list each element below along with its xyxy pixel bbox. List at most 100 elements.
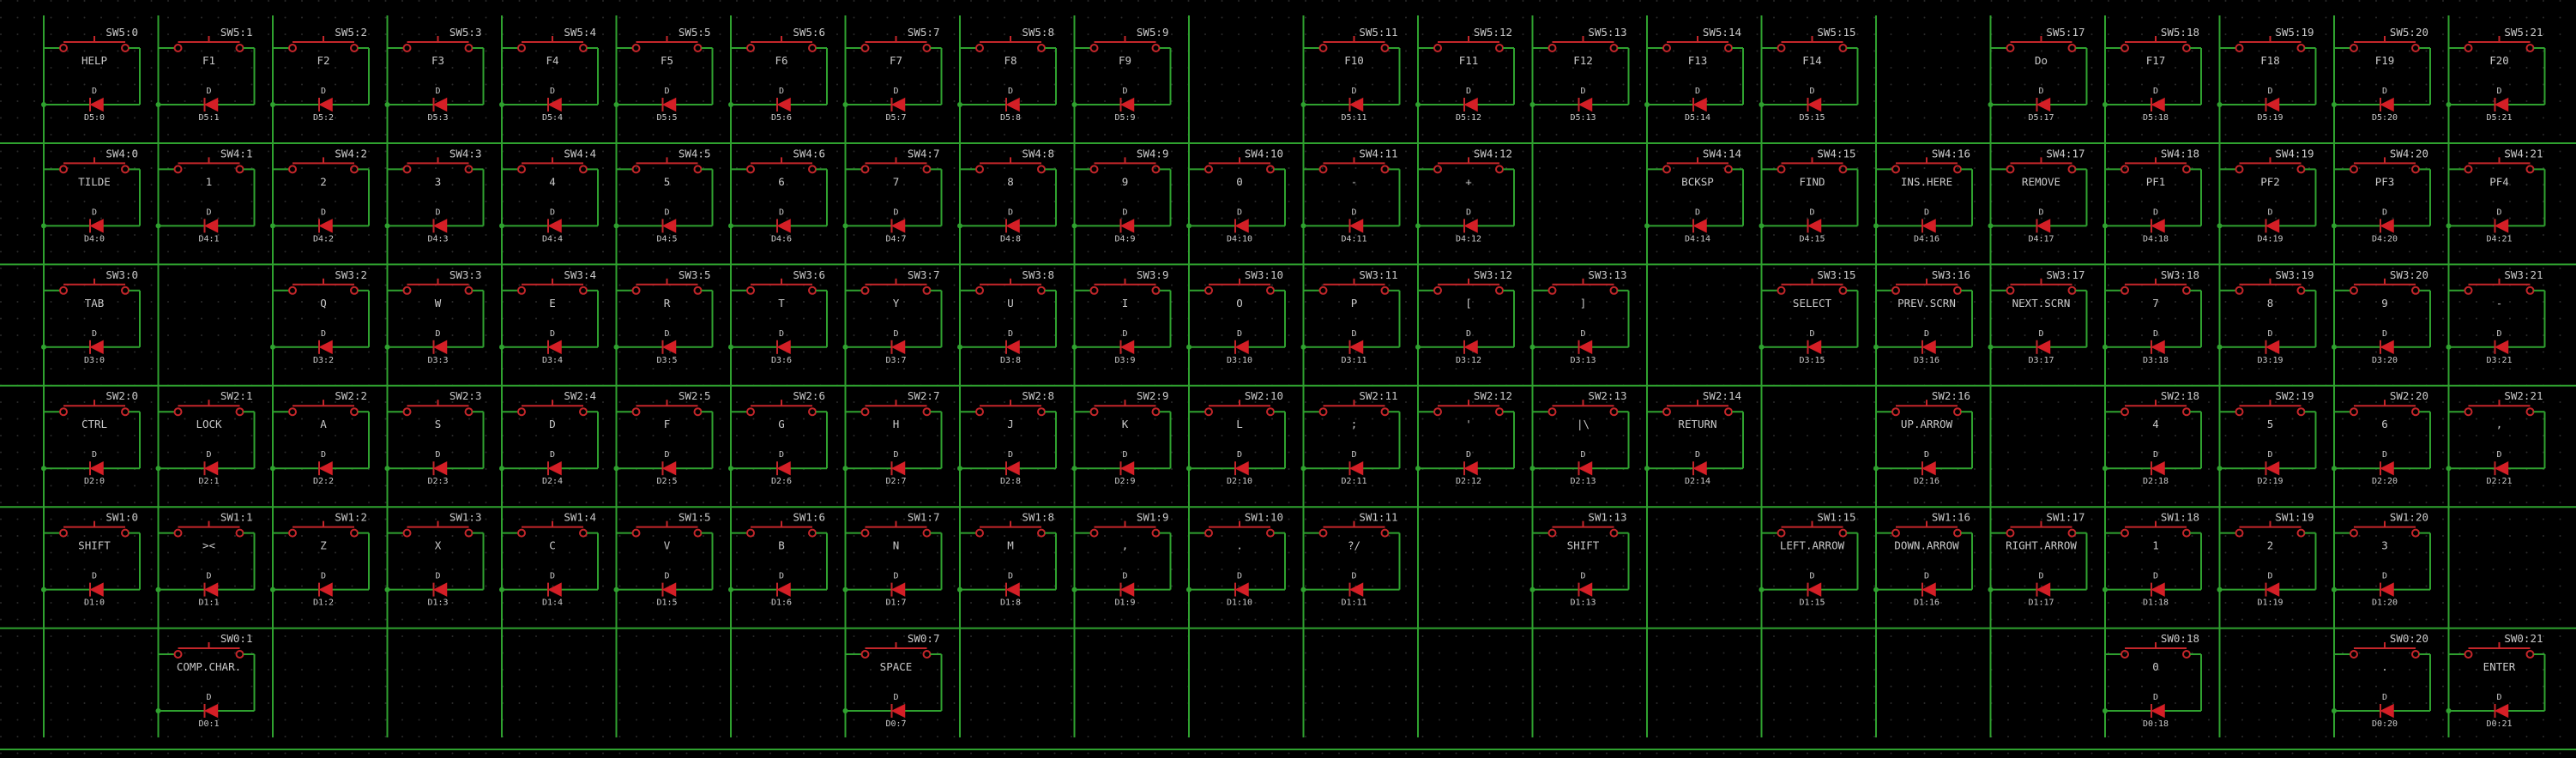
- diode-label: D5:0: [84, 113, 105, 123]
- diode-label: D3:4: [542, 356, 563, 365]
- diode-triangle: [1463, 340, 1478, 355]
- key-label: Z: [320, 539, 327, 552]
- switch-contact-left: [1777, 286, 1786, 295]
- switch-reference: SW5:14: [1703, 26, 1741, 39]
- switch-contact-left: [59, 286, 68, 295]
- key-label: PF3: [2375, 175, 2395, 188]
- diode-reference: D: [893, 693, 898, 702]
- junction-dot: [2217, 223, 2223, 229]
- diode-triangle: [2151, 460, 2165, 476]
- diode-label: D4:21: [2486, 234, 2512, 244]
- switch-contact-left: [288, 407, 297, 417]
- switch-reference: SW3:2: [335, 268, 367, 281]
- key-label: ,: [1122, 539, 1129, 552]
- junction-dot: [2102, 344, 2108, 350]
- diode-label: D3:7: [885, 356, 906, 365]
- junction-dot: [2446, 344, 2452, 350]
- switch-reference: SW1:11: [1359, 511, 1397, 524]
- diode-reference: D: [2038, 572, 2043, 581]
- diode-reference: D: [2038, 208, 2043, 217]
- switch-contact-left: [288, 286, 297, 295]
- switch-reference: SW4:18: [2161, 147, 2199, 159]
- diode-reference: D: [1924, 572, 1929, 581]
- switch-contact-left: [631, 407, 641, 417]
- diode-label: D1:7: [885, 599, 906, 608]
- switch-reference: SW3:12: [1474, 268, 1512, 281]
- diode-reference: D: [321, 450, 326, 460]
- junction-dot: [1300, 587, 1306, 593]
- diode-reference: D: [1008, 208, 1013, 217]
- diode-label: D4:14: [1685, 234, 1710, 244]
- switch-reference: SW5:15: [1817, 26, 1855, 39]
- switch-reference: SW3:15: [1817, 268, 1855, 281]
- junction-dot: [1300, 466, 1306, 472]
- key-label: F11: [1459, 54, 1479, 67]
- junction-dot: [1300, 344, 1306, 350]
- switch-reference: SW0:18: [2161, 632, 2199, 645]
- diode-label: D1:5: [656, 599, 677, 608]
- diode-reference: D: [2496, 693, 2501, 702]
- diode-triangle: [2494, 460, 2509, 476]
- junction-dot: [499, 466, 504, 472]
- diode-triangle: [432, 340, 448, 355]
- junction-dot: [1186, 466, 1191, 472]
- switch-reference: SW3:17: [2046, 268, 2084, 281]
- diode-reference: D: [1008, 450, 1013, 460]
- diode-reference: D: [664, 87, 669, 96]
- junction-dot: [2102, 708, 2108, 713]
- switch-reference: SW3:7: [908, 268, 940, 281]
- diode-reference: D: [664, 208, 669, 217]
- switch-reference: SW0:7: [908, 632, 940, 645]
- diode-reference: D: [1580, 329, 1585, 339]
- switch-contact-left: [2006, 165, 2015, 174]
- diode-reference: D: [893, 450, 898, 460]
- diode-triangle: [1463, 97, 1478, 112]
- switch-contact-left: [1089, 407, 1099, 417]
- diode-reference: D: [1580, 87, 1585, 96]
- diode-triangle: [1348, 582, 1364, 597]
- diode-triangle: [1234, 219, 1249, 233]
- switch-reference: SW3:8: [1022, 268, 1054, 281]
- diode-reference: D: [2496, 329, 2501, 339]
- key-label: FIND: [1799, 175, 1825, 188]
- diode-reference: D: [92, 87, 97, 96]
- switch-reference: SW2:5: [679, 389, 711, 402]
- diode-triangle: [1005, 340, 1020, 355]
- key-label: 3: [435, 175, 442, 188]
- diode-triangle: [547, 97, 562, 112]
- switch-contact-left: [517, 286, 526, 295]
- diode-label: D3:3: [427, 356, 448, 365]
- switch-reference: SW4:10: [1245, 147, 1283, 159]
- switch-reference: SW3:13: [1588, 268, 1626, 281]
- diode-label: D3:11: [1341, 356, 1366, 365]
- diode-triangle: [1348, 460, 1364, 476]
- diode-triangle: [547, 219, 562, 233]
- switch-reference: SW5:12: [1474, 26, 1512, 39]
- switch-reference: SW3:3: [449, 268, 482, 281]
- switch-contact-left: [2464, 286, 2473, 295]
- diode-triangle: [2380, 340, 2394, 355]
- diode-label: D2:8: [1000, 477, 1021, 486]
- diode-label: D2:19: [2257, 477, 2283, 486]
- diode-label: D2:11: [1341, 477, 1366, 486]
- diode-label: D5:2: [313, 113, 334, 123]
- switch-contact-left: [1777, 44, 1786, 52]
- diode-triangle: [890, 97, 906, 112]
- switch-contact-left: [2235, 286, 2244, 295]
- switch-reference: SW3:5: [679, 268, 711, 281]
- switch-reference: SW4:20: [2390, 147, 2428, 159]
- switch-contact-left: [2121, 407, 2129, 417]
- diode-triangle: [776, 219, 791, 233]
- diode-triangle: [2380, 219, 2394, 233]
- switch-contact-left: [1547, 407, 1557, 417]
- key-label: RETURN: [1678, 418, 1716, 430]
- switch-reference: SW5:13: [1588, 26, 1626, 39]
